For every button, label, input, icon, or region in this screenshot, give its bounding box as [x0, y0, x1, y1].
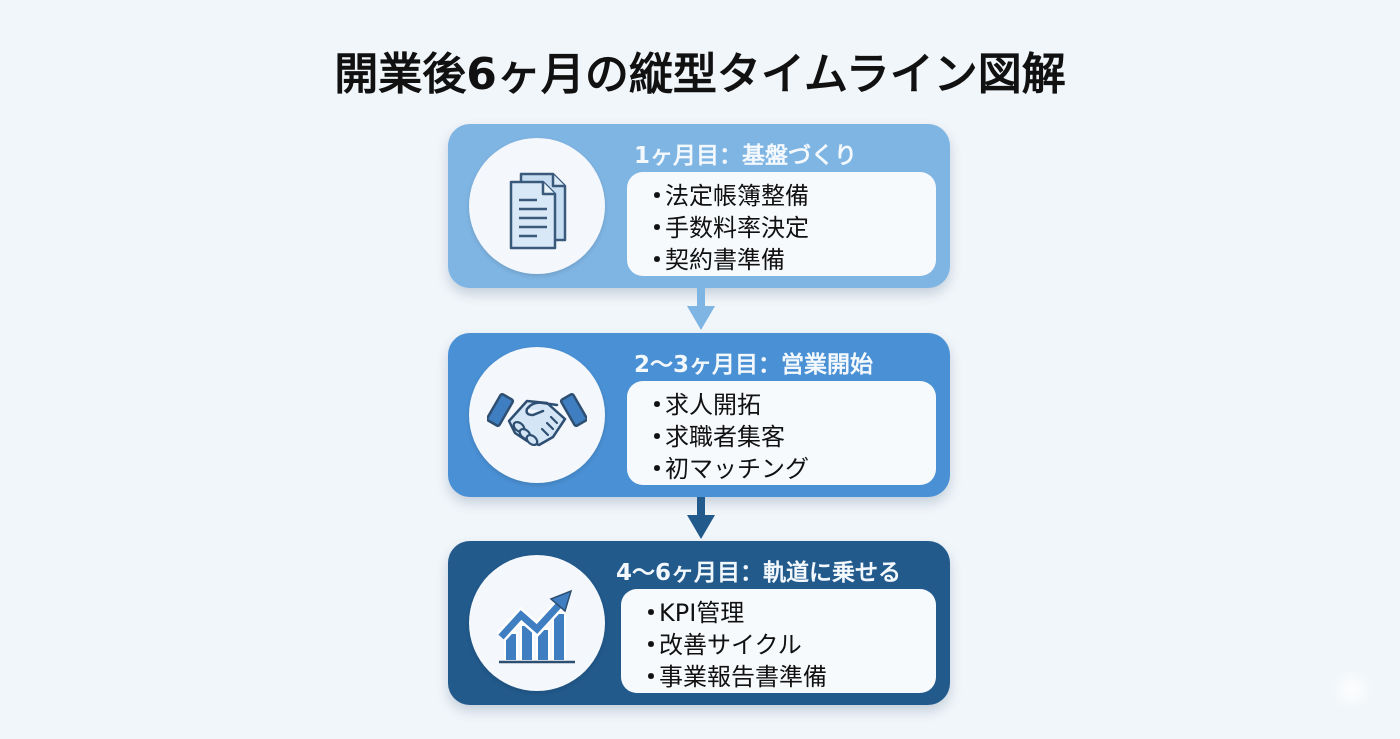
task-text: 法定帳簿整備: [665, 182, 809, 210]
bullet: ・: [645, 423, 669, 451]
arrow-down-icon: [687, 288, 715, 333]
task-item: ・KPI管理: [639, 597, 936, 629]
task-text: 事業報告書準備: [659, 663, 827, 691]
stage-heading: 2〜3ヶ月目：営業開始: [634, 352, 874, 378]
page-title: 開業後6ヶ月の縦型タイムライン図解: [334, 49, 1066, 100]
icon-circle: [469, 347, 605, 483]
timeline-stage-month-2-3: 2〜3ヶ月目：営業開始 ・求人開拓 ・求職者集客 ・初マッチング: [448, 333, 950, 497]
task-list: ・KPI管理 ・改善サイクル ・事業報告書準備: [621, 589, 936, 693]
icon-circle: [469, 555, 605, 691]
task-text: KPI管理: [659, 599, 745, 627]
bullet: ・: [645, 246, 669, 274]
timeline-stage-month-4-6: 4〜6ヶ月目：軌道に乗せる ・KPI管理 ・改善サイクル ・事業報告書準備: [448, 541, 950, 705]
task-item: ・事業報告書準備: [639, 661, 936, 693]
task-item: ・法定帳簿整備: [645, 180, 936, 212]
task-text: 手数料率決定: [665, 214, 809, 242]
task-item: ・契約書準備: [645, 244, 936, 276]
task-list-panel: ・法定帳簿整備 ・手数料率決定 ・契約書準備: [627, 172, 936, 276]
task-item: ・求職者集客: [645, 421, 936, 453]
stage-heading: 1ヶ月目：基盤づくり: [634, 143, 858, 169]
task-list-panel: ・KPI管理 ・改善サイクル ・事業報告書準備: [621, 589, 936, 693]
growth-chart-icon: [496, 589, 575, 664]
icon-circle: [469, 138, 605, 274]
task-item: ・求人開拓: [645, 389, 936, 421]
task-list-panel: ・求人開拓 ・求職者集客 ・初マッチング: [627, 381, 936, 485]
arrow-down-icon: [687, 497, 715, 541]
task-list: ・法定帳簿整備 ・手数料率決定 ・契約書準備: [627, 172, 936, 276]
bullet: ・: [645, 214, 669, 242]
timeline-stage-month-1: 1ヶ月目：基盤づくり ・法定帳簿整備 ・手数料率決定 ・契約書準備: [448, 124, 950, 288]
task-text: 求職者集客: [665, 423, 785, 451]
task-text: 初マッチング: [665, 455, 809, 483]
handshake-icon: [487, 392, 587, 447]
bullet: ・: [645, 182, 669, 210]
task-text: 契約書準備: [665, 246, 785, 274]
stage-heading: 4〜6ヶ月目：軌道に乗せる: [616, 560, 902, 586]
bullet: ・: [645, 455, 669, 483]
bullet: ・: [639, 663, 663, 691]
task-item: ・初マッチング: [645, 453, 936, 485]
bullet: ・: [645, 391, 669, 419]
document-icon: [509, 172, 567, 250]
task-list: ・求人開拓 ・求職者集客 ・初マッチング: [627, 381, 936, 485]
task-item: ・手数料率決定: [645, 212, 936, 244]
sparkle-watermark-icon: [1330, 668, 1374, 712]
task-text: 改善サイクル: [659, 631, 802, 659]
bullet: ・: [639, 599, 663, 627]
bullet: ・: [639, 631, 663, 659]
task-item: ・改善サイクル: [639, 629, 936, 661]
task-text: 求人開拓: [665, 391, 761, 419]
